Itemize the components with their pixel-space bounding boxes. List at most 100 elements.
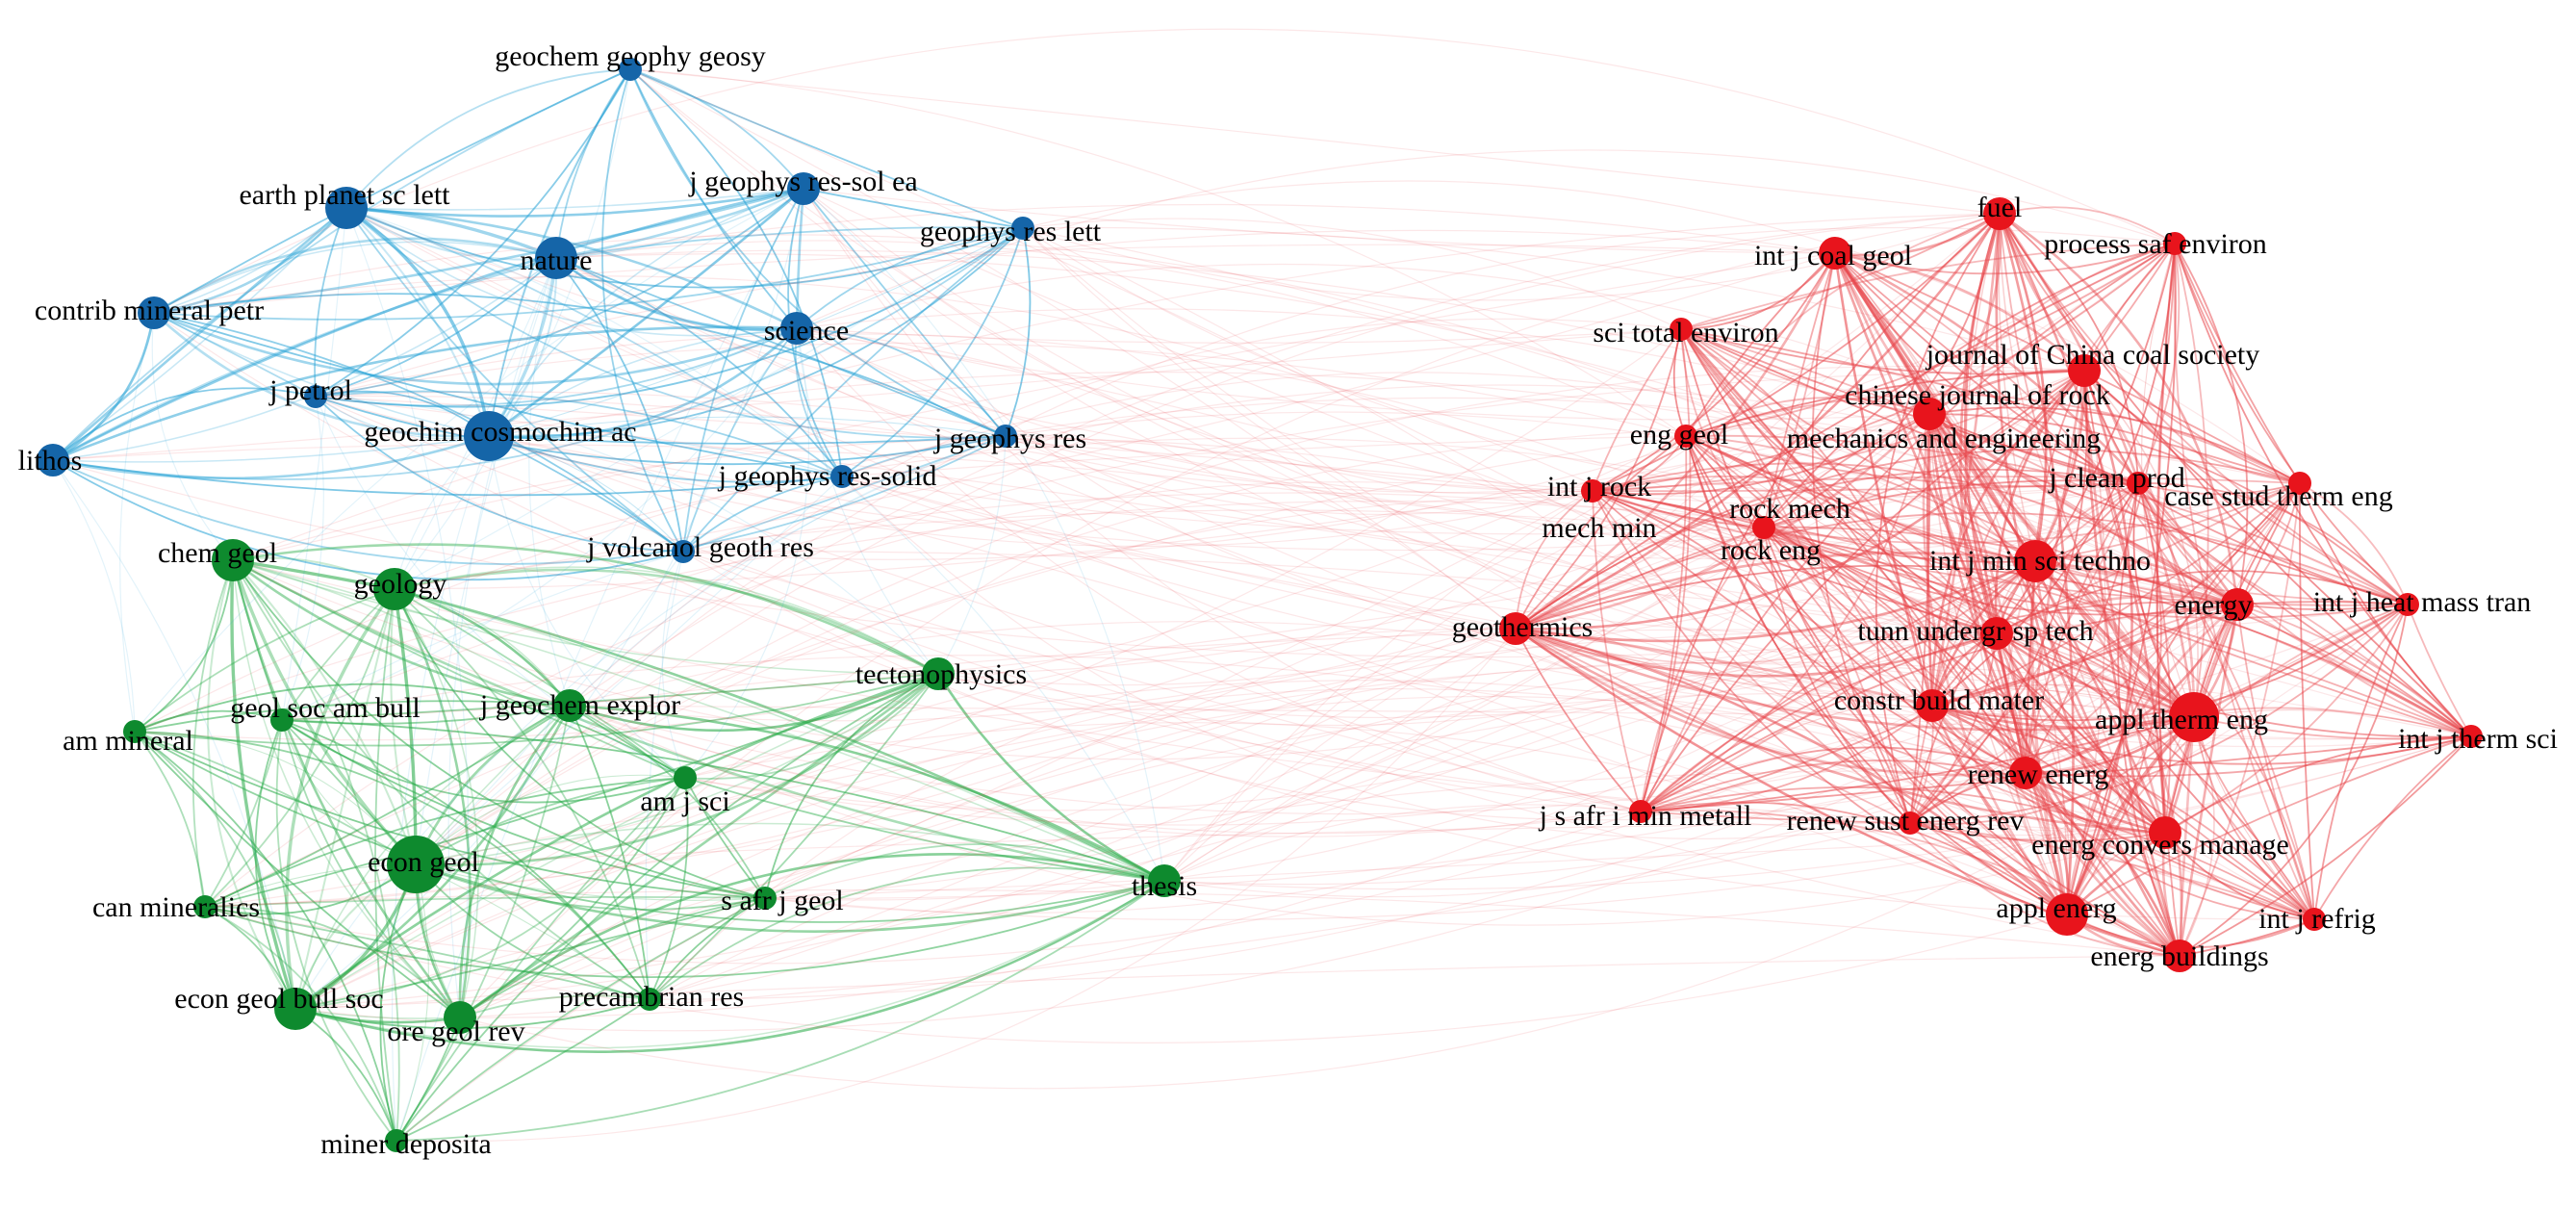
node-thesis[interactable] [1148, 864, 1181, 897]
node-fuel[interactable] [1983, 197, 2016, 230]
edge [315, 396, 2315, 920]
node-energy[interactable] [2221, 588, 2254, 621]
node-process-saf-environ[interactable] [2163, 232, 2186, 255]
edge [52, 328, 1682, 461]
edge [393, 588, 472, 1018]
node-int-j-rock[interactable] [1581, 479, 1604, 502]
node-appl-therm-eng[interactable] [2169, 692, 2219, 742]
node-tunn-undergr-sp-tech[interactable] [1980, 617, 2013, 650]
node-int-j-therm-sci[interactable] [2460, 725, 2483, 748]
node-appl-energ[interactable] [2046, 893, 2088, 936]
edge [153, 311, 798, 386]
node-geol-soc-am-bull[interactable] [270, 708, 293, 732]
node-j-clean-prod[interactable] [2127, 472, 2150, 495]
node-int-j-refrig[interactable] [2303, 908, 2326, 931]
edge [394, 588, 686, 779]
edge [1909, 632, 1998, 824]
node-j-petrol[interactable] [304, 385, 327, 408]
edge [1515, 628, 1911, 824]
edge [649, 243, 2176, 1000]
node-geophys-res-lett[interactable] [1011, 217, 1034, 240]
edge [390, 588, 417, 865]
node-j-s-afr-i-min-metall[interactable] [1629, 800, 1652, 823]
node-am-j-sci[interactable] [674, 766, 697, 789]
edge [394, 252, 1836, 590]
node-case-stud-therm-eng[interactable] [2288, 472, 2311, 495]
edge [1005, 411, 2238, 605]
node-int-j-coal-geol[interactable] [1819, 237, 1851, 270]
edge [2178, 604, 2239, 957]
node-earth-planet-sc-lett[interactable] [325, 187, 368, 229]
edge [796, 327, 939, 675]
edge [1996, 632, 2472, 738]
edge [204, 705, 1933, 965]
label-geothermics: geothermics [1452, 611, 1594, 643]
edge [315, 390, 843, 477]
node-chinese-journal-of-rock[interactable] [1913, 398, 1946, 430]
node-j-geochem-explor[interactable] [553, 689, 586, 722]
edge [629, 68, 1024, 229]
node-science[interactable] [780, 312, 813, 345]
edge [2034, 243, 2176, 562]
node-miner-deposita[interactable] [385, 1129, 408, 1152]
node-econ-geol[interactable] [387, 836, 445, 893]
edge [649, 527, 1765, 1000]
edge [281, 719, 461, 1018]
node-int-j-min-sci-techno[interactable] [2014, 540, 2056, 582]
node-geochim-cosmochim-ac[interactable] [464, 411, 514, 461]
edge [1515, 490, 1594, 630]
label-can-mineralics: can mineralics [92, 891, 260, 923]
edge [394, 587, 572, 707]
node-ore-geol-rev[interactable] [444, 1001, 476, 1034]
node-rock-mech[interactable] [1752, 516, 1775, 539]
node-contrib-mineral-petr[interactable] [138, 296, 170, 329]
edge [2179, 716, 2215, 957]
edge [232, 213, 2001, 561]
node-renew-sust-energ-rev[interactable] [1899, 811, 1922, 835]
edge [415, 257, 557, 865]
node-geochem-geophy-geosy[interactable] [619, 58, 642, 81]
node-tectonophysics[interactable] [922, 657, 955, 690]
node-sci-total-environ[interactable] [1670, 318, 1693, 341]
edge [601, 68, 684, 553]
edge [1930, 705, 2068, 915]
edge [153, 312, 684, 553]
edge [841, 227, 1024, 477]
node-journal-of-china-coal-society[interactable] [2068, 354, 2101, 387]
node-precambrian-res[interactable] [638, 988, 661, 1011]
node-s-afr-j-geol[interactable] [753, 887, 777, 910]
edge [569, 213, 2001, 707]
label-thesis: thesis [1132, 870, 1197, 902]
edge [1022, 180, 2301, 484]
edge [555, 257, 1007, 437]
edge [294, 188, 804, 1010]
node-geothermics[interactable] [1499, 612, 1532, 645]
edge [1163, 413, 1930, 882]
node-j-volcanol-geoth-res[interactable] [672, 540, 695, 563]
edge [1515, 627, 2166, 835]
node-chem-geol[interactable] [212, 539, 254, 581]
node-lithos[interactable] [37, 444, 69, 476]
node-geology[interactable] [373, 568, 416, 610]
node-int-j-heat-mass-tran[interactable] [2396, 593, 2419, 616]
edge [2137, 482, 2472, 737]
edge [415, 673, 939, 865]
node-energ-buildings[interactable] [2163, 940, 2196, 972]
edge [315, 333, 1765, 528]
edge [2034, 554, 2238, 606]
node-can-mineralics[interactable] [193, 895, 217, 918]
node-j-geophys-res[interactable] [994, 425, 1017, 448]
edge [204, 906, 461, 1018]
node-renew-energ[interactable] [2009, 757, 2042, 789]
edge [1005, 227, 1032, 437]
node-j-geophys-res-solid[interactable] [830, 465, 854, 488]
node-energ-convers-manage[interactable] [2149, 816, 2181, 849]
node-nature[interactable] [535, 237, 577, 279]
edge [1515, 628, 2195, 719]
node-econ-geol-bull-soc[interactable] [274, 988, 317, 1030]
edge [204, 673, 939, 908]
node-eng-geol[interactable] [1674, 425, 1697, 448]
node-j-geophys-res-sol-ea[interactable] [787, 172, 820, 205]
node-constr-build-mater[interactable] [1916, 689, 1949, 722]
node-am-mineral[interactable] [123, 720, 146, 743]
